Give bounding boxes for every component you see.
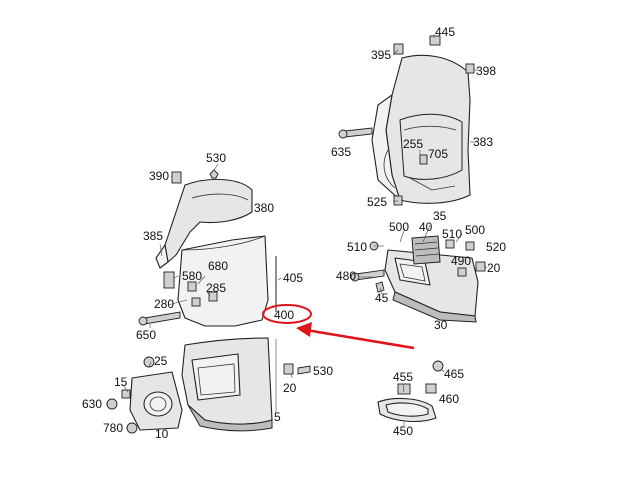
callout-450: 450 xyxy=(393,424,413,438)
callout-650: 650 xyxy=(136,328,156,342)
callout-385: 385 xyxy=(143,229,163,243)
bumper-upper-380 xyxy=(155,169,253,269)
callout-380: 380 xyxy=(254,201,274,215)
pointer-arrowhead xyxy=(296,322,312,337)
callout-705: 705 xyxy=(428,147,448,161)
pointer-arrow-shaft xyxy=(305,328,415,350)
callout-460: 460 xyxy=(439,392,459,406)
fog-bracket-10 xyxy=(106,356,183,434)
callout-398: 398 xyxy=(476,64,496,78)
callout-530-upper: 530 xyxy=(206,151,226,165)
callout-490: 490 xyxy=(451,254,471,268)
callout-20-right: 20 xyxy=(487,261,501,275)
callout-390: 390 xyxy=(149,169,169,183)
clip-20-530 xyxy=(283,363,311,375)
callout-465: 465 xyxy=(444,367,464,381)
callout-780: 780 xyxy=(103,421,123,435)
highlight-ellipse xyxy=(262,304,312,324)
callout-45: 45 xyxy=(375,291,389,305)
callout-635: 635 xyxy=(331,145,351,159)
bumper-corner-383 xyxy=(338,35,475,206)
callout-530-lower: 530 xyxy=(313,364,333,378)
fog-frame-450 xyxy=(377,360,444,423)
callout-285: 285 xyxy=(206,281,226,295)
callout-500-left: 500 xyxy=(389,220,409,234)
callout-510-right: 510 xyxy=(442,227,462,241)
callout-400: 400 xyxy=(274,308,294,322)
callout-455: 455 xyxy=(393,370,413,384)
callout-510-left: 510 xyxy=(347,240,367,254)
callout-25: 25 xyxy=(154,354,168,368)
callout-35: 35 xyxy=(433,209,447,223)
callout-20-mid: 20 xyxy=(283,381,297,395)
bumper-lower-30 xyxy=(350,235,486,323)
leader-lines xyxy=(106,34,488,429)
callout-480: 480 xyxy=(336,269,356,283)
callout-40: 40 xyxy=(419,220,433,234)
callout-500-right: 500 xyxy=(465,223,485,237)
callout-405: 405 xyxy=(283,271,303,285)
callout-15: 15 xyxy=(114,375,128,389)
callout-10: 10 xyxy=(155,427,169,441)
callout-630: 630 xyxy=(82,397,102,411)
callout-395: 395 xyxy=(371,48,391,62)
callout-525: 525 xyxy=(367,195,387,209)
callout-5: 5 xyxy=(274,410,281,424)
callout-383: 383 xyxy=(473,135,493,149)
callout-labels: 445 395 398 383 635 255 705 525 530 390 … xyxy=(82,25,506,441)
callout-30: 30 xyxy=(434,318,448,332)
callout-445: 445 xyxy=(435,25,455,39)
bumper-lower-5 xyxy=(181,337,273,432)
callout-580: 580 xyxy=(182,269,202,283)
callout-520: 520 xyxy=(486,240,506,254)
callout-255: 255 xyxy=(403,137,423,151)
bumper-panel-400 xyxy=(138,235,277,327)
callout-680: 680 xyxy=(208,259,228,273)
highlight-400 xyxy=(262,304,415,350)
callout-280: 280 xyxy=(154,297,174,311)
